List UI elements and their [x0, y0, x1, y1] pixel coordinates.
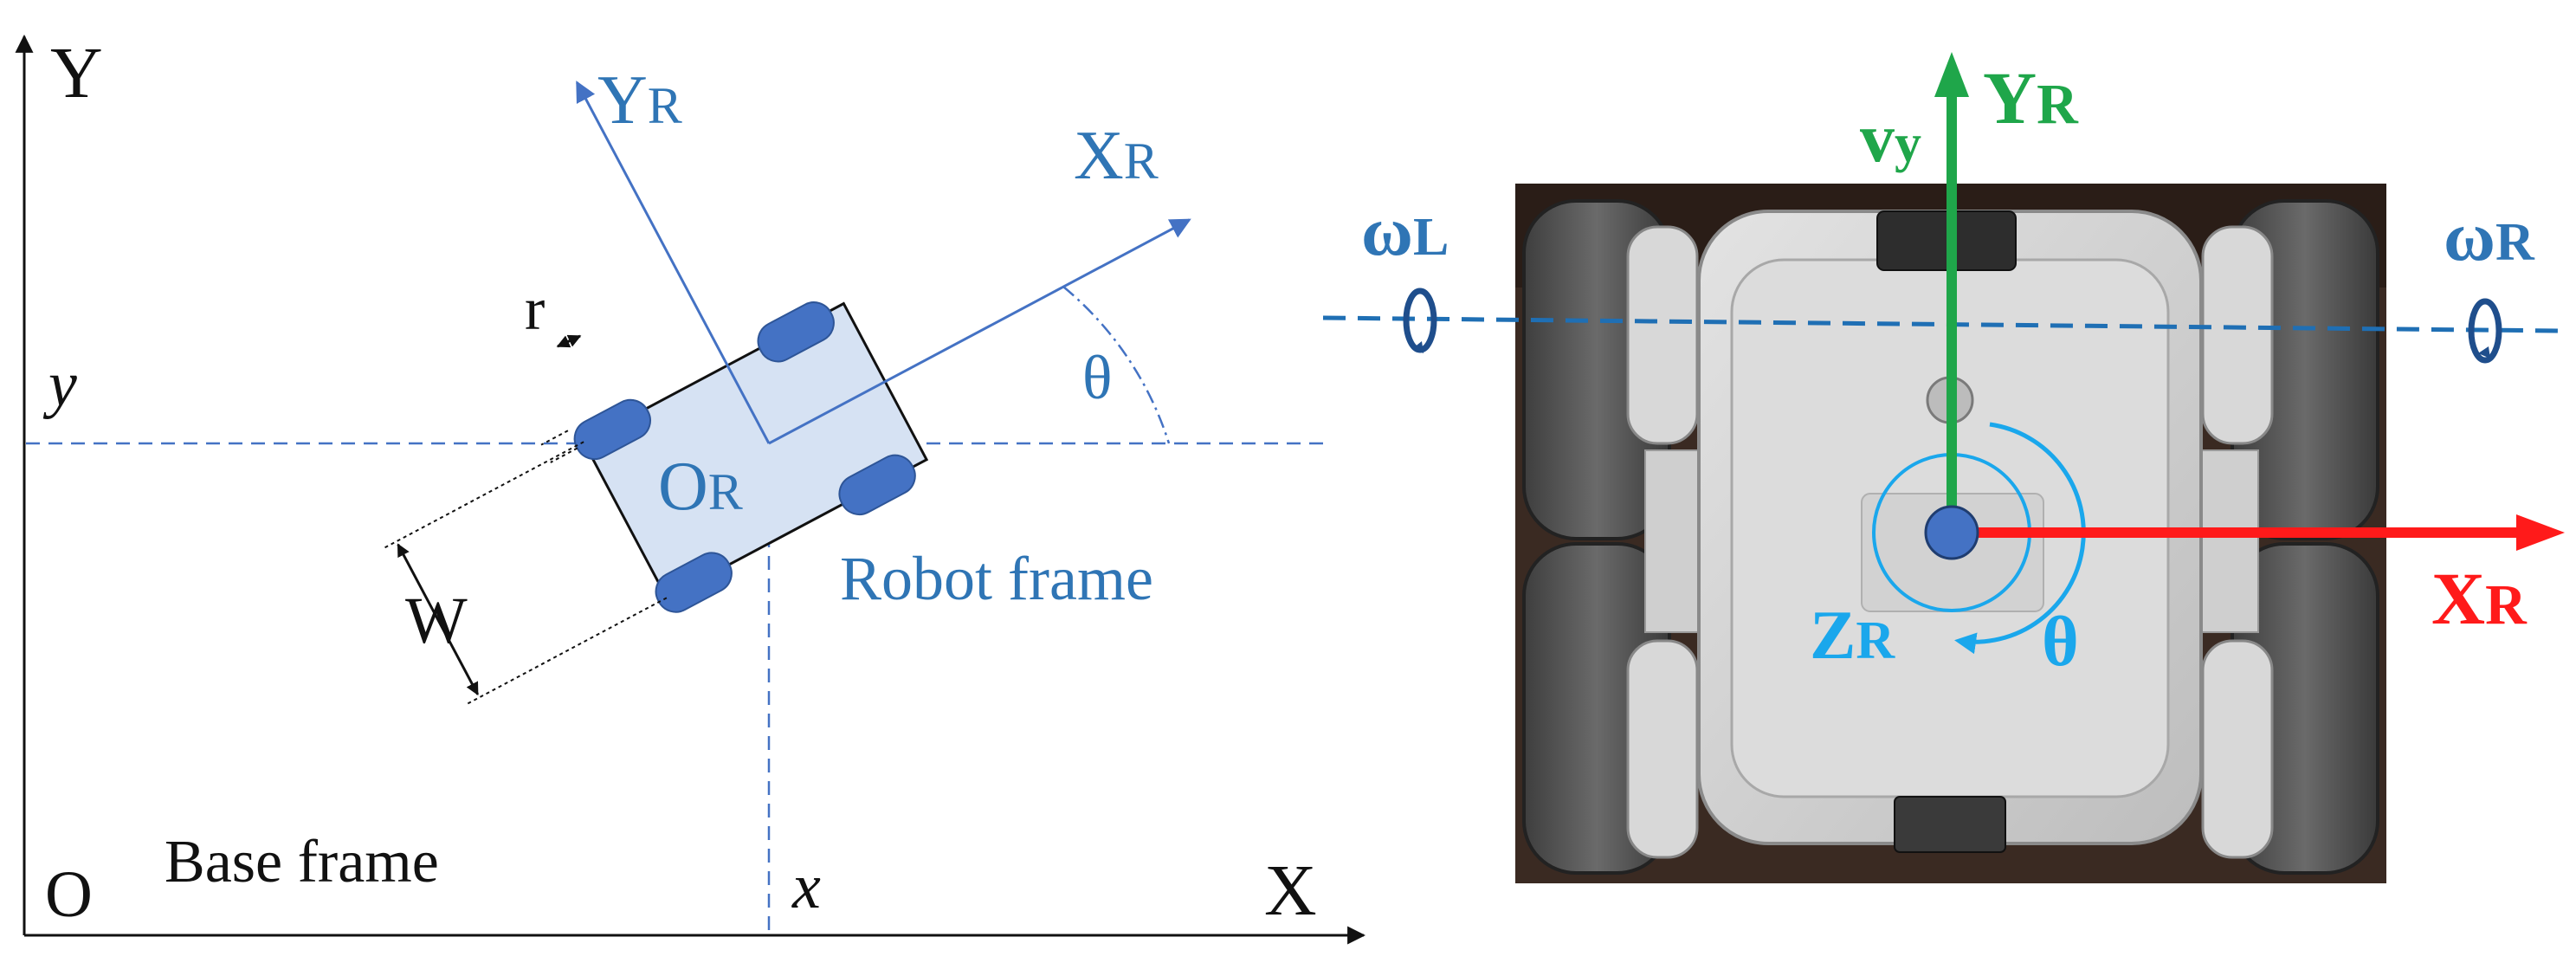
r-extension-b — [540, 430, 569, 446]
wheel-front-left — [757, 301, 835, 363]
theta-label-left: θ — [1082, 343, 1113, 412]
track-width-label: W — [405, 585, 468, 657]
hub-right-front — [2201, 225, 2274, 445]
photo-z-axis-label: ZR — [1810, 598, 1895, 674]
robot-body-sketch — [384, 81, 1191, 705]
omega-right-label: ωR — [2444, 197, 2535, 275]
robot-origin-label: OR — [658, 449, 743, 525]
w-extension-top — [384, 441, 584, 549]
x-axis-arrowhead — [2516, 514, 2565, 551]
hub-left-rear — [1626, 639, 1699, 859]
base-y-axis-label: Y — [50, 33, 103, 113]
y-axis-arrowhead — [1934, 52, 1969, 97]
wheel-radius-label: r — [525, 276, 545, 343]
base-x-axis-label: X — [1264, 850, 1317, 931]
wheel-radius-dimension — [556, 334, 582, 348]
robot-x-axis — [768, 218, 1191, 445]
hub-right-rear — [2201, 639, 2274, 859]
robot-y-axis-label: YR — [597, 62, 682, 139]
omega-left-rotation-icon — [1403, 288, 1437, 353]
robot-photo-panel: YR vy XR ZR θ ωL ωR — [1322, 52, 2565, 883]
velocity-label: vy — [1860, 100, 1921, 177]
w-extension-bottom — [467, 597, 668, 705]
rear-sensor — [1894, 796, 2006, 853]
theta-arc — [1062, 286, 1171, 444]
photo-x-axis-label: XR — [2431, 557, 2528, 640]
wheel-front-right — [838, 454, 916, 516]
base-frame-diagram: Y X O Base frame y x r — [15, 33, 1366, 945]
coord-y-label: y — [42, 349, 77, 420]
r-extension-a — [550, 447, 578, 463]
omega-right-rotation-icon — [2468, 298, 2502, 364]
robot-x-axis-label: XR — [1074, 118, 1159, 194]
robot-frame-label: Robot frame — [840, 544, 1153, 613]
track-width-dimension — [397, 543, 480, 696]
coord-x-label: x — [791, 851, 821, 922]
left-tires — [1522, 199, 1699, 875]
robot-origin-dot — [1924, 505, 1979, 560]
photo-y-axis-label: YR — [1983, 56, 2079, 139]
robot-y-axis — [576, 81, 771, 444]
origin-label: O — [45, 858, 93, 931]
theta-label-right: θ — [2042, 602, 2079, 681]
omega-left-label: ωL — [1361, 191, 1449, 270]
right-tires — [2201, 199, 2379, 875]
hub-left-front — [1626, 225, 1699, 445]
base-frame-label: Base frame — [165, 829, 439, 895]
z-rotation-arrow — [1954, 422, 2086, 655]
